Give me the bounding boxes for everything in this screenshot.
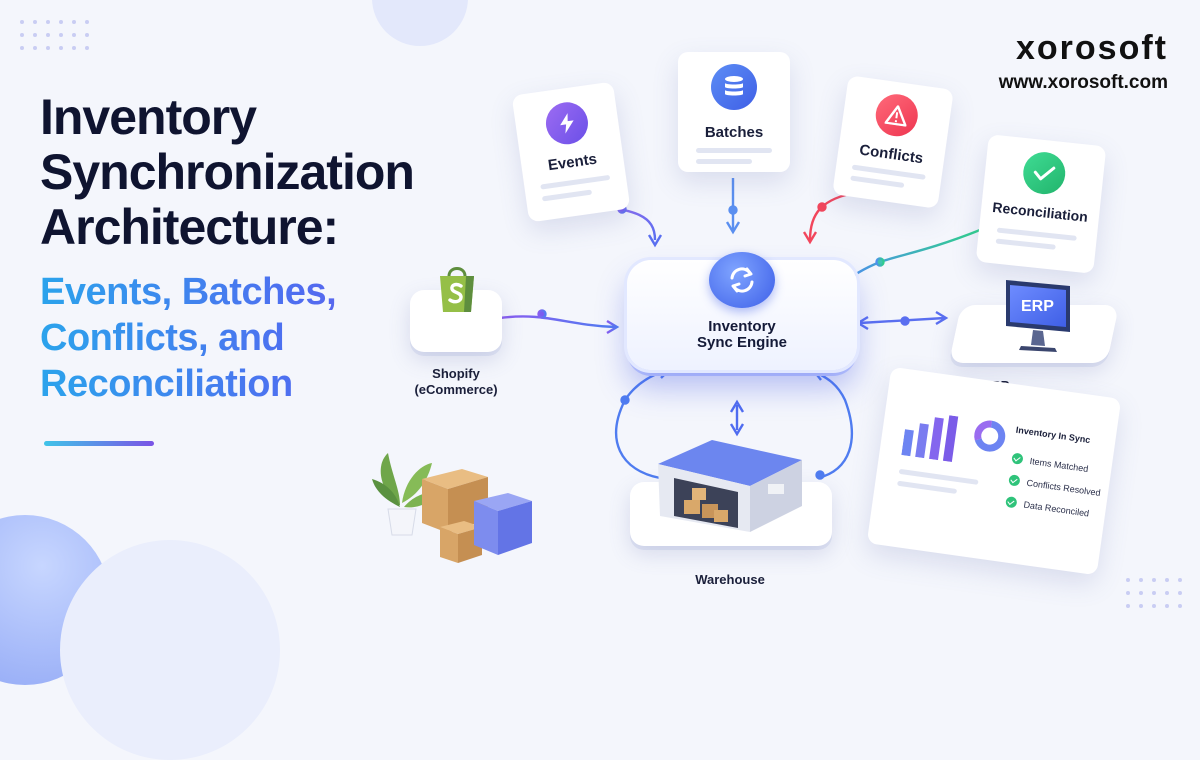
title-accent-bar (44, 441, 154, 446)
subtitle-line-1: Events, Batches, (40, 269, 510, 315)
card-bar (850, 175, 905, 188)
check-circle-icon (1021, 150, 1068, 197)
card-bar (995, 238, 1056, 250)
title-line-1: Inventory (40, 89, 257, 145)
plant-and-boxes-illustration (370, 435, 540, 575)
dashboard-item-2: Conflicts Resolved (1025, 477, 1102, 498)
connector-warehouse-center (729, 399, 745, 437)
card-bar (897, 480, 958, 494)
warehouse-icon (650, 436, 810, 534)
dashboard-title: Inventory In Sync (1015, 424, 1091, 446)
shopify-label-line-2: (eCommerce) (414, 382, 498, 397)
shopify-label-line-1: Shopify (432, 366, 480, 381)
events-card[interactable]: Events (511, 81, 631, 223)
reconciliation-card[interactable]: Reconciliation (975, 134, 1107, 274)
check-icon (1005, 496, 1018, 509)
card-bar (696, 148, 772, 153)
subtitle-line-3: Reconciliation (40, 361, 510, 407)
check-icon (1008, 474, 1021, 487)
decorative-dots-top-left (20, 20, 89, 50)
connector-reconciliation (839, 228, 981, 286)
brand-logo: xorosoft www.xorosoft.com (999, 28, 1168, 94)
warehouse-label: Warehouse (695, 572, 765, 587)
conflicts-card[interactable]: Conflicts (832, 75, 954, 209)
database-icon (711, 64, 757, 110)
connector-shopify (499, 309, 620, 335)
connector-erp (855, 310, 949, 331)
erp-screen-text: ERP (1021, 298, 1054, 315)
batches-label: Batches (704, 124, 764, 141)
subtitle-line-2: Conflicts, and (40, 315, 510, 361)
dashboard-item-1: Items Matched (1029, 455, 1089, 475)
dashboard-item-3: Data Reconciled (1022, 499, 1090, 519)
reconciliation-label: Reconciliation (991, 198, 1089, 225)
brand-url[interactable]: www.xorosoft.com (998, 72, 1168, 93)
engine-label-line-1: Inventory (708, 318, 776, 335)
title-line-2: Synchronization (40, 144, 415, 200)
warning-icon (873, 91, 921, 139)
bar-chart-icon (901, 409, 987, 466)
engine-label-line-2: Sync Engine (696, 334, 788, 351)
events-label: Events (546, 150, 598, 175)
check-icon (1011, 452, 1024, 465)
batches-card[interactable]: Batches (678, 52, 790, 172)
connector-lines (499, 178, 981, 480)
title-line-3: Architecture: (40, 199, 339, 255)
inventory-dashboard-card[interactable]: Inventory In Sync Items Matched Conflict… (866, 366, 1122, 576)
decorative-dots-bottom-right (1126, 578, 1182, 608)
connector-batches (725, 178, 741, 235)
computer-monitor-icon: ERP (1003, 276, 1073, 354)
connector-warehouse-loops (615, 364, 853, 480)
card-bar (696, 159, 752, 164)
page-title: Inventory Synchronization Architecture: … (40, 90, 510, 407)
brand-name: xorosoft (1016, 29, 1168, 67)
card-bar (541, 189, 593, 202)
shopify-bag-icon (434, 262, 480, 314)
connector-conflicts (802, 190, 861, 245)
lightning-icon (543, 99, 591, 148)
donut-chart-icon (971, 417, 1009, 455)
inventory-sync-engine[interactable]: Inventory Sync Engine (627, 252, 857, 370)
card-bar (540, 174, 611, 190)
sync-icon (709, 252, 775, 308)
